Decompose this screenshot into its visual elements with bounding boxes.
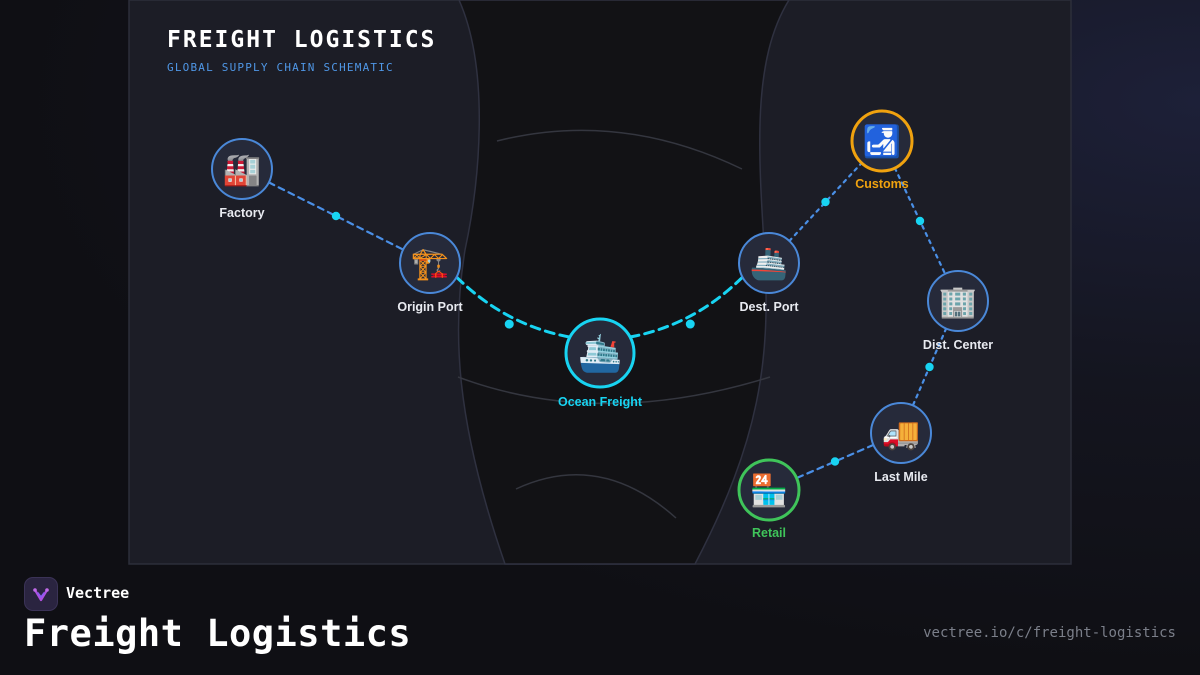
ocean-wave bbox=[496, 129, 743, 170]
node-customs[interactable]: 🛃 Customs bbox=[850, 109, 914, 191]
customs-icon: 🛃 bbox=[863, 123, 902, 160]
node-label: Dest. Port bbox=[739, 300, 799, 314]
node-last-mile[interactable]: 🚚 Last Mile bbox=[870, 402, 932, 484]
ocean-wave bbox=[457, 376, 771, 405]
node-factory[interactable]: 🏭 Factory bbox=[211, 138, 273, 220]
route-marker-dot bbox=[925, 362, 934, 372]
vectree-logo-icon bbox=[24, 577, 58, 611]
route-marker-dot bbox=[504, 319, 514, 329]
node-dist-center[interactable]: 🏢 Dist. Center bbox=[923, 270, 993, 352]
ocean-wave bbox=[515, 474, 677, 519]
node-circle bbox=[737, 458, 801, 522]
ship-icon: 🚢 bbox=[750, 246, 789, 282]
ship-icon: 🛳️ bbox=[578, 333, 623, 375]
route-marker-dot bbox=[915, 216, 925, 226]
node-circle bbox=[927, 270, 989, 332]
brand-name: Vectree bbox=[66, 584, 130, 602]
diagram-subtitle: GLOBAL SUPPLY CHAIN SCHEMATIC bbox=[167, 61, 394, 74]
route-lines bbox=[267, 161, 948, 480]
node-origin-port[interactable]: 🏗️ Origin Port bbox=[397, 232, 463, 314]
route-marker-dot bbox=[821, 197, 830, 207]
node-circle bbox=[738, 232, 800, 294]
ocean-channel bbox=[457, 0, 790, 565]
node-circle bbox=[870, 402, 932, 464]
node-label: Origin Port bbox=[397, 300, 463, 314]
route-dest-port-to-customs bbox=[788, 161, 863, 243]
node-label: Customs bbox=[855, 177, 909, 191]
node-retail[interactable]: 🏪 Retail bbox=[737, 458, 801, 540]
route-last-mile-to-retail bbox=[795, 443, 875, 480]
route-factory-to-origin-port bbox=[267, 181, 405, 251]
node-circle bbox=[211, 138, 273, 200]
node-circle bbox=[399, 232, 461, 294]
convenience-store-icon: 🏪 bbox=[750, 472, 789, 509]
node-label: Last Mile bbox=[874, 470, 928, 484]
route-nodes: 🏭 Factory 🏗️ Origin Port 🛳️ Ocean Freight 🚢 Des… bbox=[211, 109, 993, 540]
node-label: Dist. Center bbox=[923, 338, 993, 352]
crane-icon: 🏗️ bbox=[411, 246, 450, 282]
route-origin-port-to-ocean-freight bbox=[455, 275, 572, 339]
route-marker-dot bbox=[331, 211, 341, 221]
route-ocean-freight-to-dest-port bbox=[628, 275, 745, 339]
node-label: Factory bbox=[219, 206, 264, 220]
node-label: Retail bbox=[752, 526, 786, 540]
node-circle bbox=[564, 317, 636, 389]
office-building-icon: 🏢 bbox=[939, 284, 978, 320]
delivery-truck-icon: 🚚 bbox=[882, 416, 921, 452]
route-marker-dot bbox=[830, 457, 840, 466]
route-marker-dot bbox=[685, 319, 695, 329]
node-label: Ocean Freight bbox=[558, 395, 643, 409]
page-title: Freight Logistics bbox=[24, 612, 412, 655]
node-circle bbox=[850, 109, 914, 173]
node-dest-port[interactable]: 🚢 Dest. Port bbox=[738, 232, 800, 314]
node-ocean-freight[interactable]: 🛳️ Ocean Freight bbox=[558, 317, 643, 409]
diagram-title: FREIGHT LOGISTICS bbox=[167, 27, 437, 53]
source-link[interactable]: vectree.io/c/freight-logistics bbox=[923, 625, 1176, 641]
factory-icon: 🏭 bbox=[223, 152, 262, 188]
